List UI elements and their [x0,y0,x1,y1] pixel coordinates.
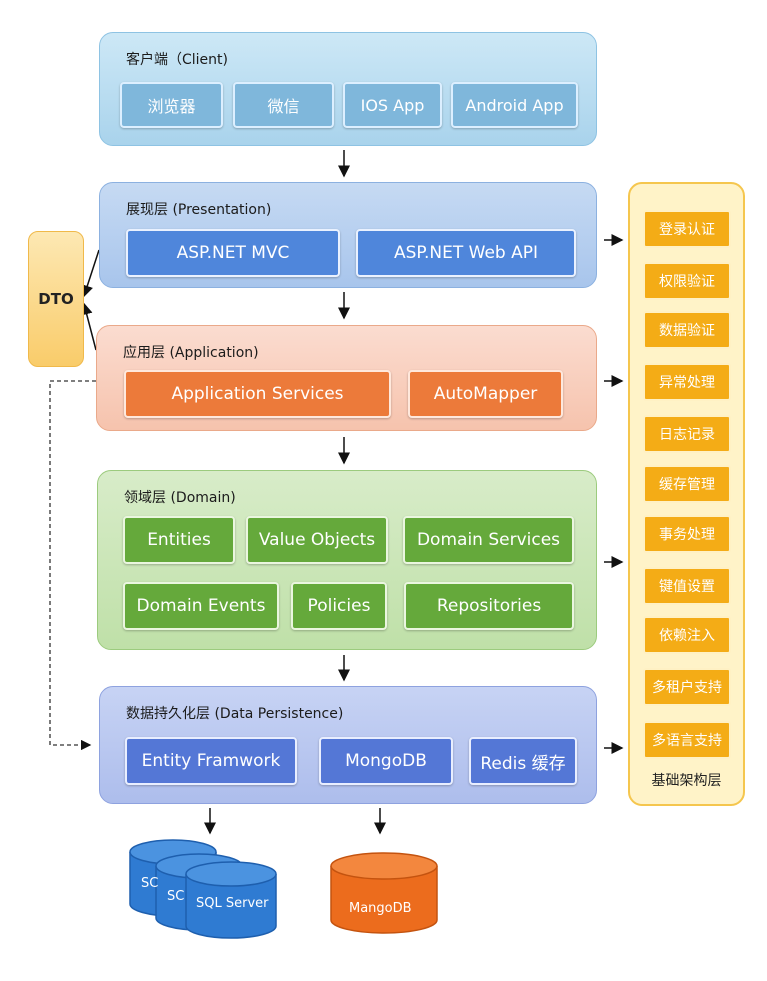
presentation-web-api: ASP.NET Web API [356,229,576,277]
application-automapper: AutoMapper [408,370,563,418]
domain-policies: Policies [291,582,387,630]
client-browser: 浏览器 [120,82,223,128]
infra-item: 异常处理 [643,363,731,401]
application-layer-title: 应用层 (Application) [123,345,259,361]
domain-entities: Entities [123,516,235,564]
application-services: Application Services [124,370,391,418]
arrow-presentation-dto [81,249,100,298]
infra-item: 键值设置 [643,567,731,605]
infra-item: 缓存管理 [643,465,731,503]
domain-layer: 领域层 (Domain) Entities Value Objects Doma… [97,470,597,650]
client-wechat: 微信 [233,82,334,128]
infra-item: 权限验证 [643,262,731,300]
infra-item: 登录认证 [643,210,731,248]
domain-repositories: Repositories [404,582,574,630]
dto-box: DTO [28,231,84,367]
domain-layer-title: 领域层 (Domain) [124,490,236,506]
domain-services: Domain Services [403,516,574,564]
domain-value-objects: Value Objects [246,516,388,564]
persistence-mongodb: MongoDB [319,737,453,785]
sql-server-database-icon [129,839,277,939]
infra-item: 日志记录 [643,415,731,453]
sql-back-label-1: SC [141,876,159,891]
presentation-mvc: ASP.NET MVC [126,229,340,277]
persistence-redis: Redis 缓存 [469,737,577,785]
persistence-layer-title: 数据持久化层 (Data Persistence) [126,706,344,722]
client-layer-title: 客户端（Client) [126,52,228,68]
sql-back-label-2: SC [167,889,185,904]
mangodb-database-icon [330,852,438,934]
client-ios-app: IOS App [343,82,442,128]
dashed-application-persistence [49,380,96,751]
infra-item: 依赖注入 [643,616,731,654]
infra-item: 事务处理 [643,515,731,553]
presentation-layer-title: 展现层 (Presentation) [126,202,272,218]
infra-item: 多语言支持 [643,721,731,759]
infrastructure-layer: 登录认证 权限验证 数据验证 异常处理 日志记录 缓存管理 事务处理 键值设置 … [628,182,745,806]
infra-item: 数据验证 [643,311,731,349]
persistence-entity-framework: Entity Framwork [125,737,297,785]
infrastructure-title: 基础架构层 [651,773,722,789]
infra-item: 多租户支持 [643,668,731,706]
client-android-app: Android App [451,82,578,128]
persistence-layer: 数据持久化层 (Data Persistence) Entity Framwor… [99,686,597,804]
domain-events: Domain Events [123,582,279,630]
sql-server-label: SQL Server [196,896,269,911]
presentation-layer: 展现层 (Presentation) ASP.NET MVC ASP.NET W… [99,182,597,288]
client-layer: 客户端（Client) 浏览器 微信 IOS App Android App [99,32,597,146]
application-layer: 应用层 (Application) Application Services A… [96,325,597,431]
mangodb-label: MangoDB [349,901,412,916]
arrow-application-dto [80,302,97,351]
